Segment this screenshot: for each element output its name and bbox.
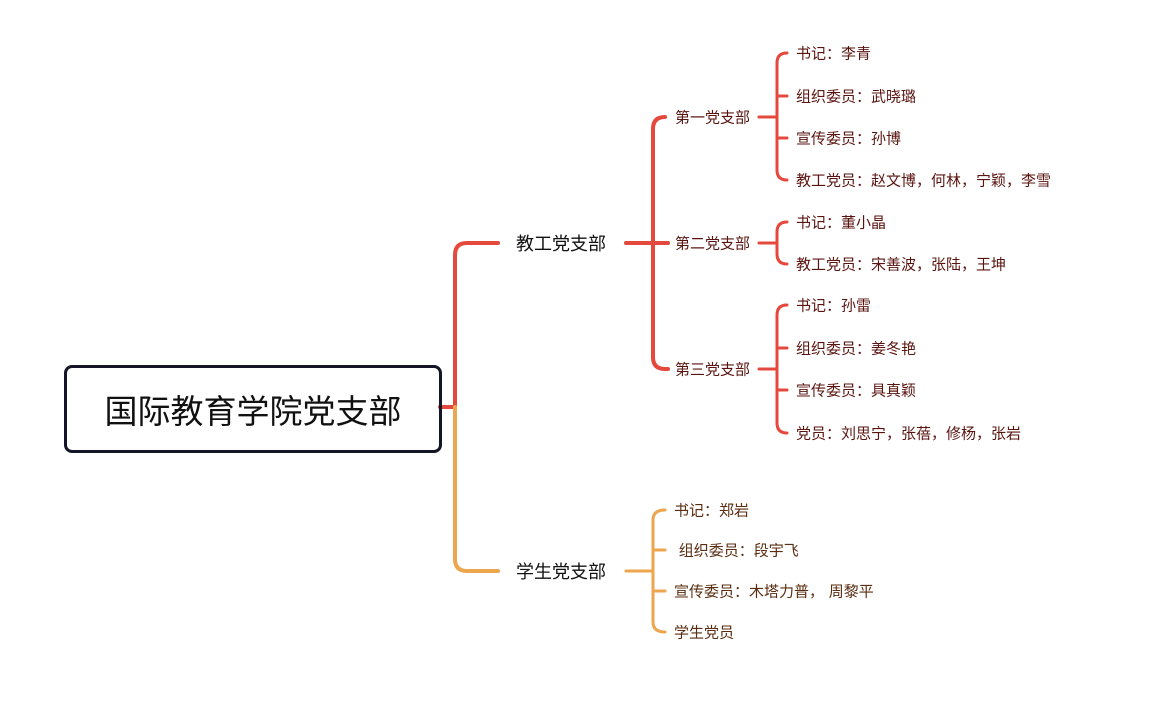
node-sub-branch-2[interactable]: 第二党支部 — [675, 234, 751, 253]
leaf-node[interactable]: 党员：刘思宁，张蓓，修杨，张岩 — [796, 424, 1022, 443]
student-leaf-node[interactable]: 书记：郑岩 — [674, 501, 750, 520]
connector-root-faculty — [438, 241, 500, 409]
node-sub-branch-1[interactable]: 第一党支部 — [675, 108, 751, 127]
leaf-node[interactable]: 教工党员：赵文博，何林，宁颖，李雪 — [796, 171, 1052, 190]
leaf-node[interactable]: 书记：李青 — [796, 44, 872, 63]
connector-sub1 — [757, 51, 789, 182]
node-faculty-branch[interactable]: 教工党支部 — [516, 234, 606, 255]
node-student-branch[interactable]: 学生党支部 — [516, 562, 606, 583]
connector-student-items — [624, 508, 667, 634]
leaf-node[interactable]: 组织委员：姜冬艳 — [796, 339, 917, 358]
root-node[interactable]: 国际教育学院党支部 — [64, 365, 442, 453]
leaf-node[interactable]: 宣传委员：具真颖 — [796, 381, 917, 400]
node-sub-branch-3[interactable]: 第三党支部 — [675, 360, 751, 379]
leaf-node[interactable]: 宣传委员：孙博 — [796, 129, 902, 148]
leaf-node[interactable]: 书记：孙雷 — [796, 296, 872, 315]
connector-sub2 — [757, 220, 789, 266]
leaf-node[interactable]: 教工党员：宋善波，张陆，王坤 — [796, 255, 1007, 274]
leaf-node[interactable]: 组织委员：武晓璐 — [796, 87, 917, 106]
leaf-node[interactable]: 书记：董小晶 — [796, 213, 887, 232]
connector-sub3 — [757, 303, 789, 435]
student-leaf-node[interactable]: 宣传委员：木塔力普， 周黎平 — [674, 582, 874, 601]
connector-faculty-sub — [624, 115, 670, 371]
connector-root-student — [453, 405, 500, 573]
student-leaf-node[interactable]: 组织委员：段宇飞 — [674, 541, 799, 560]
student-leaf-node[interactable]: 学生党员 — [674, 623, 735, 642]
root-label: 国际教育学院党支部 — [104, 392, 402, 431]
